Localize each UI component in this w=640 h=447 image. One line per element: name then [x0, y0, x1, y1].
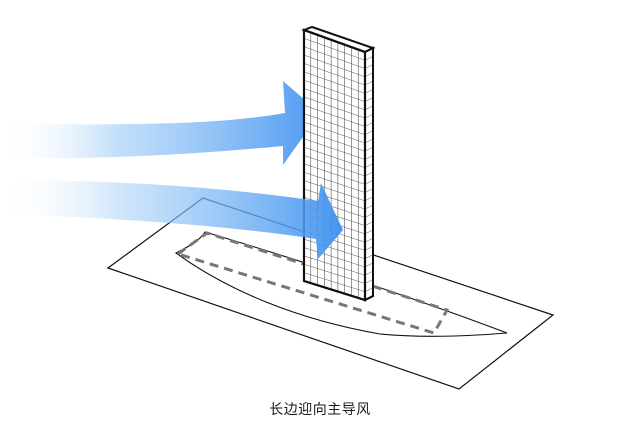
- facade-grid-line: [364, 138, 374, 144]
- facade-grid-line: [364, 122, 374, 127]
- facade-grid-line: [364, 56, 374, 61]
- facade-grid-line: [303, 63, 366, 86]
- facade-grid-line: [303, 171, 366, 193]
- tower-building: [301, 25, 376, 302]
- facade-grid-line: [303, 88, 366, 111]
- building-footprint-dashed: [174, 231, 450, 335]
- diagram-caption: 长边迎向主导风: [269, 402, 371, 418]
- facade-grid-line: [364, 196, 374, 202]
- facade-grid-line: [303, 272, 366, 292]
- facade-grid-line: [364, 105, 374, 111]
- wind-arrow-upper: [0, 81, 320, 165]
- facade-grid-line: [303, 46, 366, 69]
- facade-grid-line: [364, 130, 374, 135]
- facade-grid-line: [303, 255, 366, 276]
- facade-grid-line: [303, 155, 366, 177]
- facade-grid-line: [364, 237, 374, 243]
- facade-grid-line: [303, 79, 366, 102]
- facade-grid-line: [364, 213, 374, 218]
- facade-grid-line: [364, 287, 374, 292]
- facade-grid-line: [364, 254, 374, 259]
- facade-grid-line: [303, 188, 366, 210]
- facade-grid-line: [364, 229, 374, 235]
- facade-grid-line: [364, 270, 374, 276]
- facade-grid-line: [364, 72, 374, 78]
- facade-grid-line: [364, 180, 374, 185]
- facade-grid-line: [303, 247, 366, 268]
- facade-grid-line: [303, 180, 366, 202]
- facade-grid-line: [303, 113, 366, 135]
- facade-grid-line: [364, 64, 374, 69]
- facade-grid-line: [303, 96, 366, 119]
- wind-arrow-lower: [0, 180, 343, 259]
- facade-grid-line: [303, 38, 366, 61]
- facade-grid-line: [364, 279, 374, 284]
- facade-grid-line: [364, 146, 374, 152]
- facade-grid-line: [364, 188, 374, 193]
- facade-grid-line: [364, 113, 374, 119]
- facade-grid-line: [364, 221, 374, 226]
- facade-grid-line: [303, 121, 366, 144]
- facade-grid-line: [364, 163, 374, 168]
- facade-grid-line: [364, 171, 374, 177]
- facade-grid-line: [303, 71, 366, 94]
- facade-grid-line: [364, 262, 374, 268]
- facade-grid-line: [303, 54, 366, 78]
- facade-grid-line: [303, 163, 366, 185]
- facade-grid-line: [303, 146, 366, 168]
- facade-grid-line: [303, 264, 366, 284]
- facade-grid-line: [364, 80, 374, 86]
- facade-grid-line: [303, 130, 366, 152]
- facade-grid-line: [364, 89, 374, 94]
- facade-grid-line: [303, 238, 366, 259]
- facade-grid-line: [364, 155, 374, 160]
- facade-grid-line: [364, 97, 374, 102]
- facade-grid-line: [303, 138, 366, 160]
- facade-grid-line: [364, 246, 374, 251]
- facade-grid-line: [303, 105, 366, 127]
- facade-grid-line: [364, 204, 374, 210]
